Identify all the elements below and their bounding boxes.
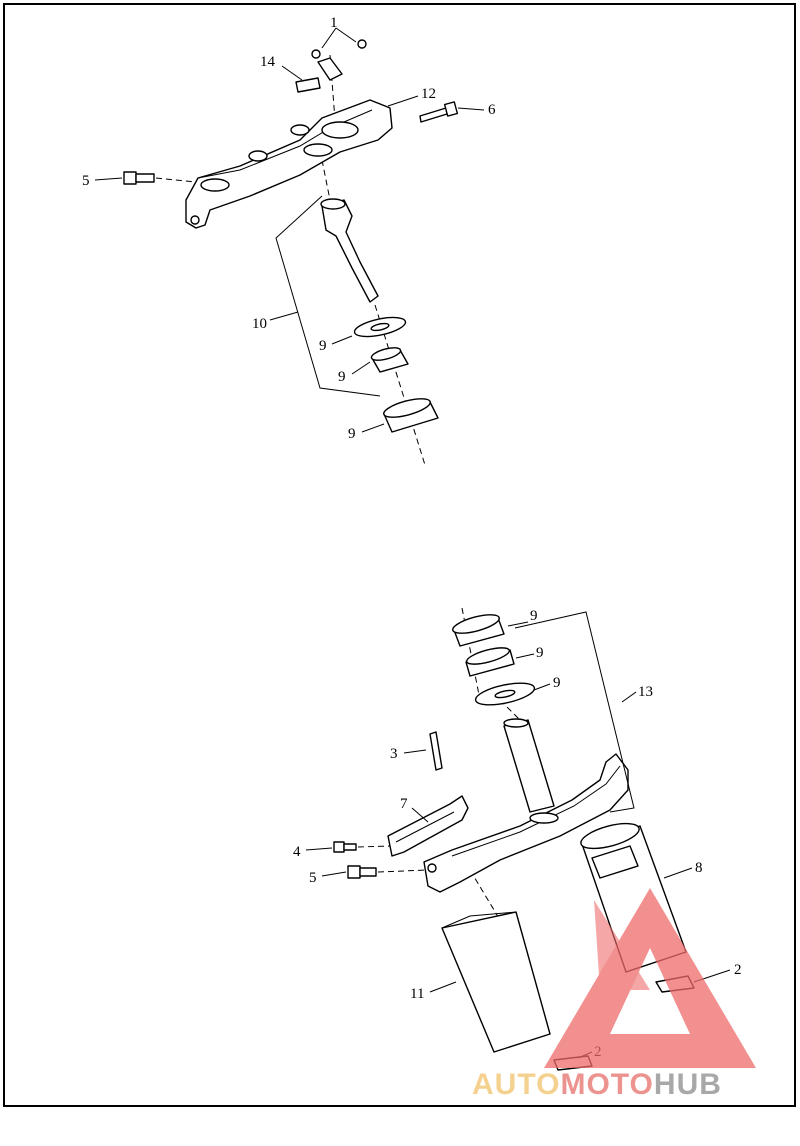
callout-10: 10 — [252, 316, 267, 332]
watermark-hub: HUB — [654, 1068, 722, 1101]
item-13-lower-triple-clamp — [423, 718, 629, 893]
leader-9d — [507, 621, 529, 627]
callout-13: 13 — [638, 684, 653, 700]
leader-9a — [331, 335, 353, 345]
item-9-bearing-upper — [370, 347, 409, 373]
item-9-washer-upper — [353, 316, 407, 338]
lower-assembly — [333, 607, 695, 1071]
item-9-race-upper — [383, 398, 439, 433]
item-9-race-lower — [452, 614, 505, 647]
callout-8: 8 — [695, 860, 703, 876]
callout-3: 3 — [390, 746, 398, 762]
callout-9-a: 9 — [319, 338, 327, 354]
watermark-moto: MOTO — [560, 1068, 653, 1101]
item-3-bolt — [429, 731, 443, 771]
item-7-bracket — [387, 795, 469, 857]
leader-1 — [321, 27, 357, 49]
leader-3 — [403, 749, 427, 754]
leader-5-top — [94, 177, 123, 181]
leader-4 — [305, 847, 333, 851]
callout-5-top: 5 — [82, 173, 90, 189]
callout-9-b: 9 — [338, 369, 346, 385]
watermark-triangle-icon — [544, 888, 756, 1068]
svg-text:AUTOMOTOHUB: AUTOMOTOHUB — [472, 1068, 722, 1101]
item-14-pin — [295, 77, 321, 93]
leader-11 — [429, 981, 457, 993]
leader-8 — [663, 867, 693, 879]
leader-10 — [269, 311, 299, 321]
callout-9-c: 9 — [348, 426, 356, 442]
item-13-bracket — [514, 611, 635, 813]
callout-labels: 1 14 12 6 5 10 9 9 9 9 9 9 13 3 7 4 5 8 … — [82, 15, 742, 1060]
watermark-auto: AUTO — [472, 1068, 560, 1101]
item-11-fork-cover — [441, 911, 551, 1053]
item-12-upper-triple-clamp — [185, 99, 393, 229]
item-4-bolt — [333, 841, 391, 853]
callout-14: 14 — [260, 54, 276, 70]
leader-12 — [387, 95, 419, 107]
item-5-bolt-top — [123, 171, 197, 185]
callout-11: 11 — [410, 986, 424, 1002]
item-6-bolt — [419, 101, 459, 123]
leader-7 — [411, 807, 429, 823]
leader-14 — [281, 65, 303, 81]
callout-4: 4 — [293, 844, 301, 860]
callout-9-f: 9 — [553, 675, 561, 691]
callout-1: 1 — [330, 15, 338, 31]
callout-5-bottom: 5 — [309, 870, 317, 886]
callout-9-e: 9 — [536, 645, 544, 661]
watermark-logo: AUTOMOTOHUB — [472, 888, 756, 1101]
item-5-bolt-bottom — [347, 865, 429, 879]
item-1-screws — [311, 39, 367, 81]
leader-6 — [457, 107, 485, 111]
leader-5-bottom — [321, 871, 347, 877]
leader-9f — [533, 683, 551, 691]
leader-9c — [361, 423, 385, 433]
item-9-bearing-lower — [465, 647, 515, 677]
leader-9e — [515, 653, 535, 659]
item-10-bracket — [275, 195, 381, 397]
diagram-frame — [3, 3, 796, 1107]
callout-9-d: 9 — [530, 608, 538, 624]
item-9-washer-lower — [474, 682, 536, 706]
callout-6: 6 — [488, 102, 496, 118]
leader-13 — [621, 691, 637, 703]
callout-2-a: 2 — [734, 962, 742, 978]
callout-7: 7 — [400, 796, 408, 812]
item-10-steering-stem — [320, 198, 379, 303]
leader-9b — [351, 361, 371, 375]
callout-12: 12 — [421, 86, 436, 102]
upper-assembly — [123, 39, 459, 466]
